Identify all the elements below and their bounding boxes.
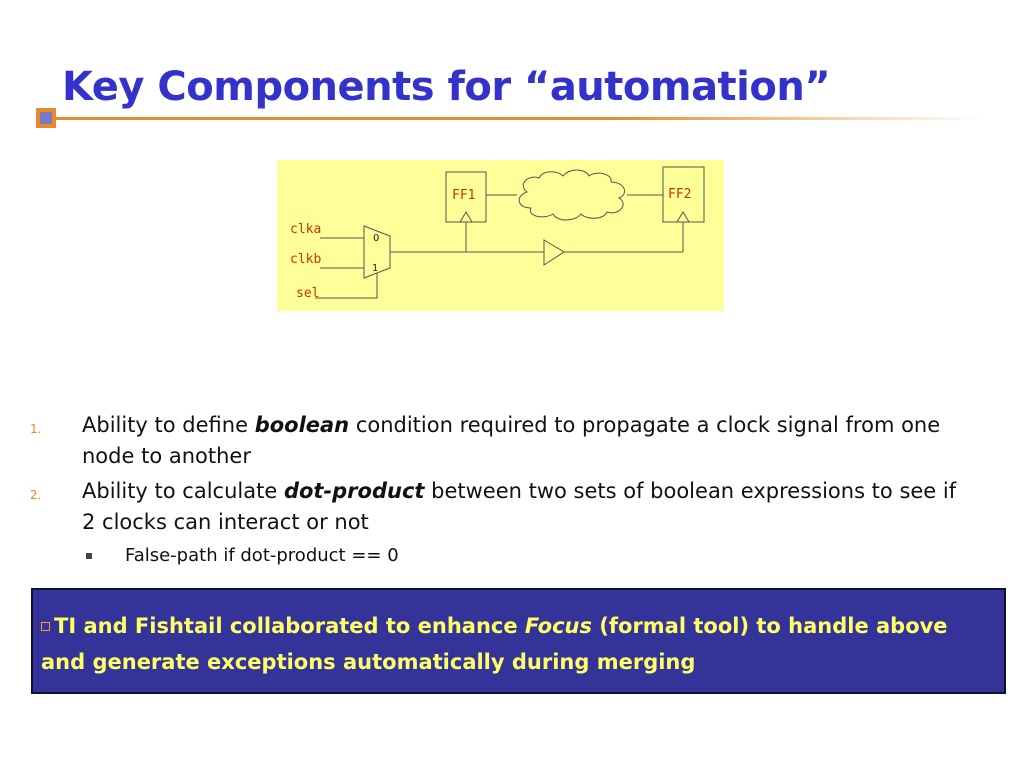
clka-label: clka [290, 222, 321, 237]
sub-list-item-text: False-path if dot-product == 0 [125, 545, 399, 566]
ff2-label: FF2 [668, 187, 691, 202]
sel-wire [315, 273, 378, 299]
sel-label: sel [296, 286, 319, 301]
list-item: 1. Ability to define boolean condition r… [30, 410, 970, 472]
mux-input-0-label: 0 [373, 233, 379, 244]
logic-cloud [518, 169, 626, 221]
title-square-icon [36, 108, 56, 128]
callout-text-post: (formal tool) to handle above and genera… [41, 614, 948, 674]
list-item-text-pre: Ability to define [82, 413, 255, 437]
clock-mux [363, 225, 391, 279]
ff1-clock-arrow-icon [459, 211, 473, 223]
slide-title: Key Components for “automation” [62, 64, 831, 110]
ff1-label: FF1 [452, 188, 475, 203]
title-rule [36, 117, 986, 120]
clock-buffer [543, 239, 565, 266]
diagram-background [277, 160, 724, 311]
list-number: 1. [30, 422, 42, 436]
square-bullet-icon [86, 553, 92, 559]
list-item-text-post: condition required to propagate a clock … [82, 413, 941, 468]
list-number: 2. [30, 488, 42, 502]
callout-box: TI and Fishtail collaborated to enhance … [31, 588, 1006, 694]
mux-input-1-label: 1 [372, 263, 378, 274]
ff2-clock-arrow-icon [676, 211, 690, 223]
callout-emphasis: Focus [524, 614, 592, 638]
components-list: 1. Ability to define boolean condition r… [30, 410, 970, 570]
list-item-text-pre: Ability to calculate [82, 479, 284, 503]
list-item-emphasis: dot-product [283, 479, 425, 503]
clkb-label: clkb [290, 252, 321, 267]
list-item: 2. Ability to calculate dot-product betw… [30, 476, 970, 538]
sub-list-item: False-path if dot-product == 0 [30, 542, 970, 570]
callout-text-pre: TI and Fishtail collaborated to enhance [54, 614, 525, 638]
clock-mux-diagram: FF1 FF2 0 1 clka clkb sel [277, 160, 724, 311]
checkbox-bullet-icon [41, 622, 50, 631]
list-item-emphasis: boolean [254, 413, 350, 437]
list-item-text-post: between two sets of boolean expressions … [82, 479, 957, 534]
